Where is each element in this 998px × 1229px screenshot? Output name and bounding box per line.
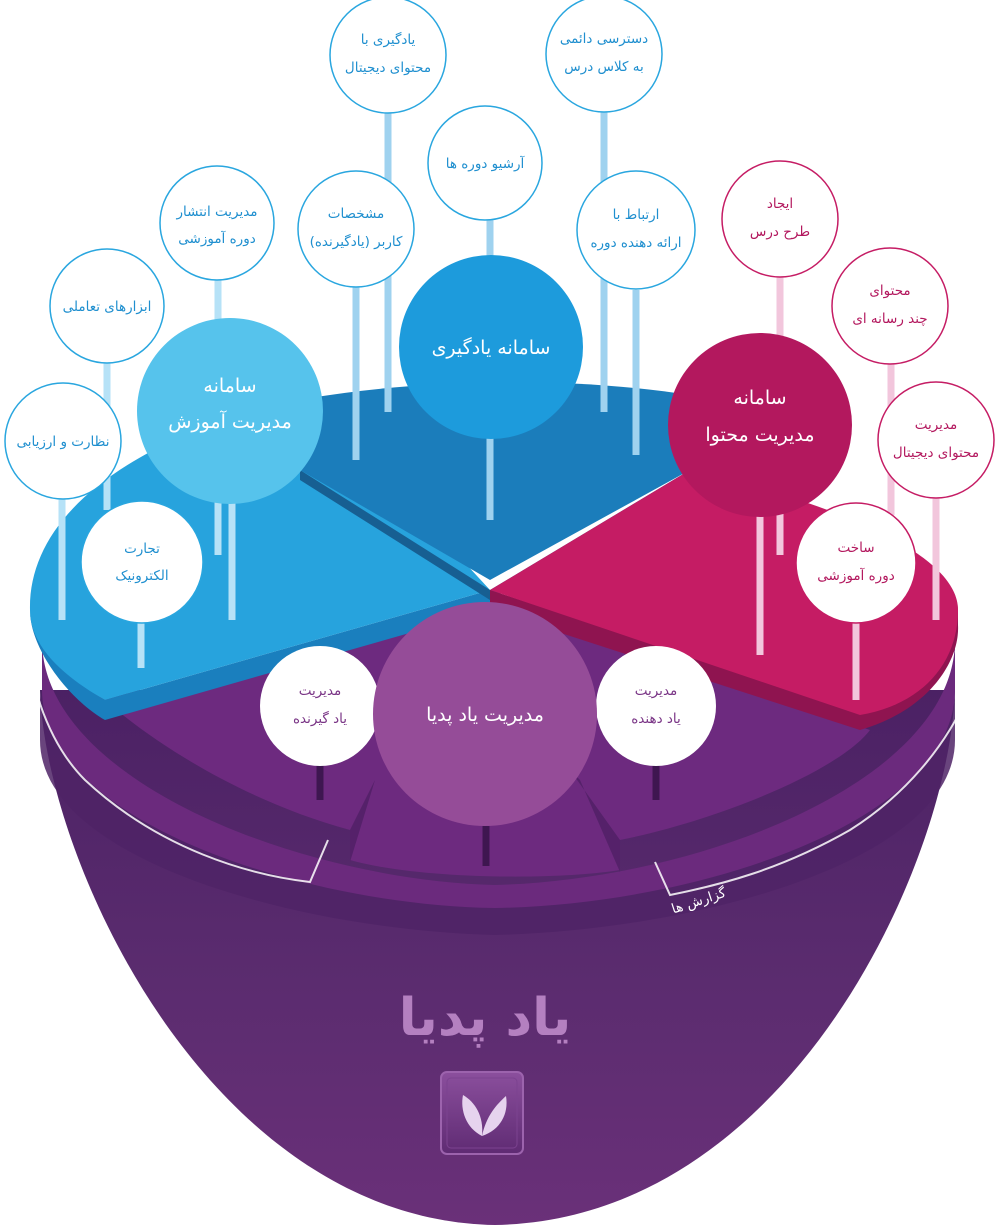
content-system-title-line1: سامانه	[733, 387, 786, 409]
bowl-rim-band	[40, 690, 955, 935]
node-provider-contact-line2: ارائه دهنده دوره	[590, 235, 681, 251]
node-user-profile: مشخصات کاربر (یادگیرنده)	[297, 170, 415, 288]
node-lesson-plan-line1: ایجاد	[767, 196, 793, 212]
node-user-profile-line2: کاربر (یادگیرنده)	[310, 233, 403, 250]
node-provider-contact: ارتباط با ارائه دهنده دوره	[576, 170, 696, 290]
node-ecommerce-line2: الکترونیک	[115, 568, 168, 584]
node-multimedia-line2: چند رسانه ای	[852, 311, 927, 327]
node-course-publishing-line1: مدیریت انتشار	[175, 204, 257, 220]
learning-sector	[300, 382, 690, 580]
node-digital-learning-line1: یادگیری با	[361, 31, 416, 48]
learning-system-hub: سامانه یادگیری	[399, 255, 583, 439]
node-teacher-mgmt-line1: مدیریت	[635, 683, 678, 699]
learning-system-title: سامانه یادگیری	[432, 336, 551, 359]
node-digital-content-mgmt-line2: محتوای دیجیتال	[893, 445, 979, 461]
content-system-hub: سامانه مدیریت محتوا	[668, 333, 852, 517]
education-system-title-line1: سامانه	[203, 375, 256, 397]
node-course-archive-label: آرشیو دوره ها	[446, 155, 526, 172]
leaf-logo-icon	[440, 1071, 524, 1155]
reports-outline-arc	[22, 449, 996, 897]
node-permanent-access-line2: به کلاس درس	[564, 59, 644, 75]
node-interactive-tools: ابزارهای تعاملی	[49, 248, 165, 364]
node-user-profile-line1: مشخصات	[328, 206, 385, 222]
node-digital-learning: یادگیری با محتوای دیجیتال	[329, 0, 447, 114]
node-lesson-plan-line2: طرح درس	[750, 224, 810, 240]
node-digital-learning-line2: محتوای دیجیتال	[345, 60, 431, 76]
node-permanent-access: دسترسی دائمی به کلاس درس	[545, 0, 663, 113]
brand-wordmark: یاد پدیا	[399, 988, 571, 1048]
education-system-hub: سامانه مدیریت آموزش	[137, 318, 323, 504]
management-hub: مدیریت یاد پدیا	[373, 602, 597, 826]
node-course-building-line2: دوره آموزشی	[817, 567, 894, 584]
node-digital-content-mgmt-line1: مدیریت	[915, 417, 958, 433]
node-multimedia-line1: محتوای	[869, 283, 910, 299]
node-course-publishing: مدیریت انتشار دوره آموزشی	[159, 165, 275, 281]
node-course-archive: آرشیو دوره ها	[427, 105, 543, 221]
management-title: مدیریت یاد پدیا	[426, 704, 544, 726]
node-learner-mgmt-line2: یاد گیرنده	[293, 710, 347, 727]
node-interactive-tools-label: ابزارهای تعاملی	[63, 299, 152, 315]
node-teacher-mgmt: مدیریت یاد دهنده	[596, 646, 716, 766]
node-ecommerce: تجارت الکترونیک	[80, 500, 204, 624]
node-lesson-plan: ایجاد طرح درس	[721, 160, 839, 278]
node-teacher-mgmt-line2: یاد دهنده	[631, 711, 681, 727]
node-course-building: ساخت دوره آموزشی	[795, 502, 917, 624]
node-ecommerce-line1: تجارت	[124, 541, 160, 557]
node-multimedia: محتوای چند رسانه ای	[831, 247, 949, 365]
node-provider-contact-line1: ارتباط با	[613, 207, 660, 223]
node-course-building-line1: ساخت	[837, 540, 874, 556]
education-system-title-line2: مدیریت آموزش	[168, 409, 292, 433]
content-system-title-line2: مدیریت محتوا	[705, 424, 814, 446]
node-learner-mgmt-line1: مدیریت	[299, 683, 342, 699]
node-monitoring-label: نظارت و ارزیابی	[17, 434, 110, 450]
node-learner-mgmt: مدیریت یاد گیرنده	[260, 646, 380, 766]
node-monitoring: نظارت و ارزیابی	[4, 382, 122, 500]
node-permanent-access-line1: دسترسی دائمی	[560, 31, 648, 47]
bowl-base	[40, 690, 955, 1225]
node-digital-content-mgmt: مدیریت محتوای دیجیتال	[877, 381, 995, 499]
node-course-publishing-line2: دوره آموزشی	[178, 230, 255, 247]
